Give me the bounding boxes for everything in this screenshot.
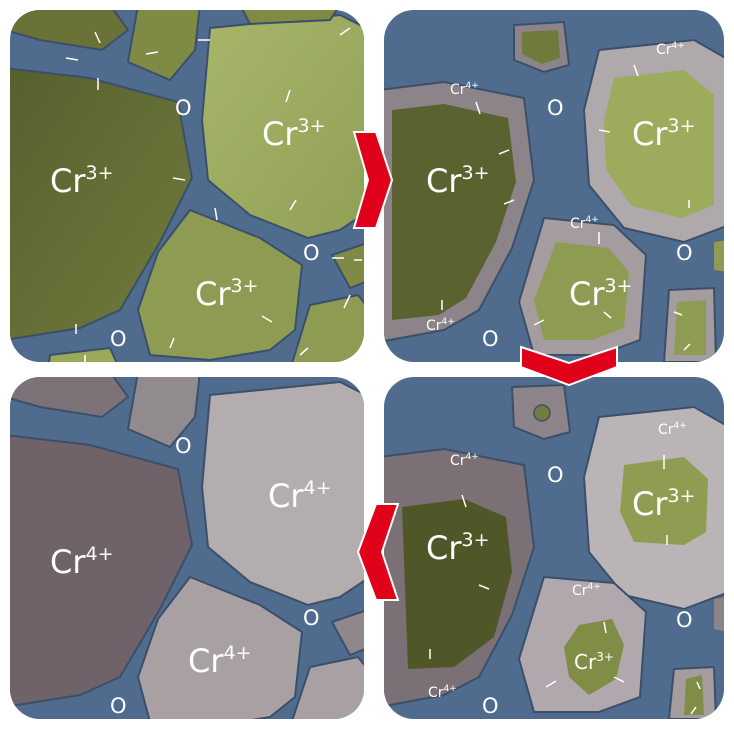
label-cr3-c: Cr3+: [195, 275, 259, 313]
grain-corner: [291, 655, 364, 719]
label-oxygen-a: O: [175, 96, 192, 120]
label-oxygen-a: O: [547, 463, 564, 487]
diffusion-arrows: [429, 455, 701, 715]
label-oxygen-b: O: [303, 241, 320, 265]
core-right: [604, 70, 714, 218]
panel-stage-1-drawing: Cr3+ Cr3+ Cr3+ O O O: [10, 10, 364, 362]
grain-bottom: [136, 575, 304, 719]
core-bottom: [534, 242, 629, 340]
panel-stage-2: Cr3+ Cr3+ Cr3+ Cr4+ Cr4+ Cr4+ Cr4+ O O O: [384, 10, 724, 362]
label-oxygen-b: O: [676, 608, 693, 632]
grain-edge-right: [330, 609, 364, 657]
grain-edge-right: [714, 597, 724, 631]
label-cr4-c: Cr4+: [572, 582, 601, 599]
grain-large: [10, 434, 194, 708]
label-oxygen-b: O: [676, 241, 693, 265]
label-cr4-a: Cr4+: [450, 81, 479, 98]
grain-large: [10, 67, 194, 341]
label-oxygen-c: O: [482, 327, 499, 351]
panel-stage-4-drawing: Cr4+ Cr4+ Cr4+ O O O: [10, 377, 364, 719]
core-right: [620, 457, 708, 545]
core-large: [402, 499, 512, 669]
grain-bottom-left: [48, 346, 118, 362]
label-cr4-b: Cr4+: [268, 477, 332, 515]
core-bottom: [564, 619, 624, 695]
label-cr3-a: Cr3+: [50, 162, 114, 200]
label-cr4-b: Cr4+: [658, 421, 687, 438]
label-cr4-d: Cr4+: [428, 684, 457, 701]
grain-top-left: [10, 377, 130, 419]
arrow-down-icon: [520, 345, 618, 387]
core-large: [392, 104, 516, 320]
label-cr3-b: Cr3+: [632, 485, 696, 523]
diffusion-arrows: [441, 64, 691, 351]
label-oxygen-c: O: [110, 327, 127, 351]
panel-stage-2-drawing: Cr3+ Cr3+ Cr3+ Cr4+ Cr4+ Cr4+ Cr4+ O O O: [384, 10, 724, 362]
label-oxygen-a: O: [547, 96, 564, 120]
label-cr4-c: Cr4+: [188, 642, 252, 680]
grain-right: [200, 380, 364, 607]
label-cr3-b: Cr3+: [262, 115, 326, 153]
grain-edge-right: [330, 242, 364, 290]
core-top-small: [533, 404, 551, 422]
label-cr3-a: Cr3+: [426, 162, 490, 200]
label-cr3-b: Cr3+: [632, 115, 696, 153]
grain-top-right: [241, 10, 338, 26]
label-cr3-c: Cr3+: [569, 275, 633, 313]
label-oxygen-a: O: [175, 434, 192, 458]
arrow-right-icon: [352, 131, 394, 229]
label-oxygen-c: O: [482, 694, 499, 718]
panel-stage-1: Cr3+ Cr3+ Cr3+ O O O: [10, 10, 364, 362]
arrow-left-icon: [356, 503, 400, 601]
panel-stage-3-drawing: Cr3+ Cr3+ Cr3+ Cr4+ Cr4+ Cr4+ Cr4+ O O O: [384, 377, 724, 719]
label-cr4-a: Cr4+: [50, 543, 114, 581]
label-oxygen-b: O: [303, 606, 320, 630]
grain-right: [200, 13, 364, 240]
grain-top-mid: [126, 377, 201, 449]
label-oxygen-c: O: [110, 694, 127, 718]
panel-stage-4: Cr4+ Cr4+ Cr4+ O O O: [10, 377, 364, 719]
label-cr4-c: Cr4+: [570, 215, 599, 232]
label-cr3-c: Cr3+: [574, 650, 614, 674]
core-top-small: [522, 30, 560, 64]
grain-top-mid: [126, 10, 201, 82]
label-cr4-d: Cr4+: [426, 317, 455, 334]
label-cr4-b: Cr4+: [656, 41, 685, 58]
label-cr4-a: Cr4+: [450, 452, 479, 469]
diffusion-arrows: [65, 27, 362, 362]
grain-edge-right: [714, 240, 724, 272]
core-corner: [674, 300, 706, 355]
grain-bottom: [136, 208, 304, 362]
label-cr3-a: Cr3+: [426, 529, 490, 567]
panel-stage-3: Cr3+ Cr3+ Cr3+ Cr4+ Cr4+ Cr4+ Cr4+ O O O: [384, 377, 724, 719]
